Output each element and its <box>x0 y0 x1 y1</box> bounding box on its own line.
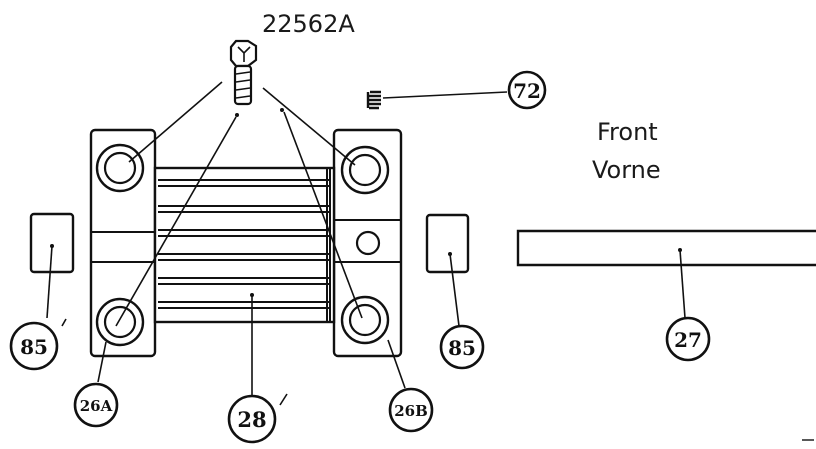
pad-85-left-part <box>29 212 75 274</box>
part-number-label: 22562A <box>262 10 355 38</box>
callout-85-left: 85 <box>9 318 67 371</box>
callout-27: 27 <box>665 316 711 362</box>
callout-72: 72 <box>507 70 547 110</box>
front-label: Front <box>597 118 658 146</box>
callout-26a-label: 26A <box>80 397 113 415</box>
callout-85-right-label: 85 <box>448 336 476 360</box>
callout-85-left-label: 85 <box>20 335 48 359</box>
screw-part <box>229 39 258 106</box>
callout-28: 28 <box>227 393 288 444</box>
slotted-plate-28-part <box>153 166 336 324</box>
callout-85-right: 85 <box>439 324 485 370</box>
block-26a-part <box>89 128 157 358</box>
callout-72-label: 72 <box>513 79 541 103</box>
callout-26b-label: 26B <box>394 402 428 420</box>
spring-clip-part <box>366 90 381 110</box>
callout-28-label: 28 <box>237 407 266 432</box>
vorne-label: Vorne <box>592 156 661 184</box>
callout-27-label: 27 <box>674 328 702 352</box>
leader-lines <box>46 81 686 398</box>
callout-26b: 26B <box>388 387 434 433</box>
callout-26a: 26A <box>73 382 119 428</box>
pad-85-right-part <box>425 213 470 274</box>
bar-27-part <box>516 229 816 267</box>
leader-dots <box>50 108 682 297</box>
block-26b-part <box>332 128 403 358</box>
